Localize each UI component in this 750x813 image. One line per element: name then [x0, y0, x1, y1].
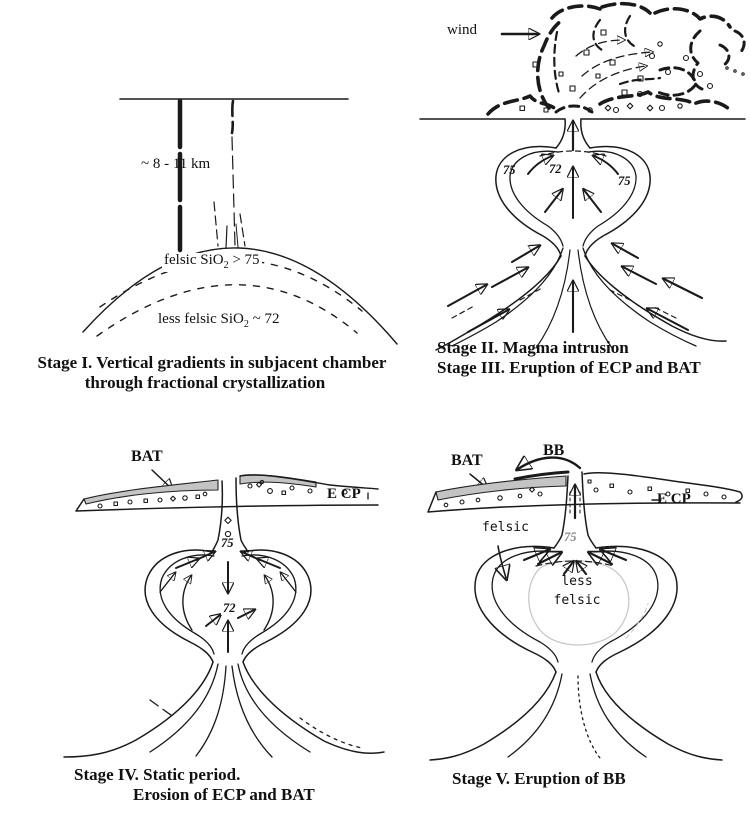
stage4-caption-line2: Erosion of ECP and BAT	[133, 785, 315, 804]
stage4-75-label: 75	[219, 536, 236, 551]
stage2-75-left-label: 75	[503, 163, 516, 177]
stage1-depth-label: ~ 8 - 11 km	[141, 156, 211, 172]
stage4-72-label: 72	[221, 601, 238, 616]
stage3-caption-line2: Stage III. Eruption of ECP and BAT	[437, 358, 701, 377]
stage5-felsic-label: felsic	[482, 520, 529, 535]
stage5-bat-label: BAT	[451, 452, 483, 469]
stage1-caption-line1: Stage I. Vertical gradients in subjacent…	[37, 353, 387, 372]
stage1-caption-line2: through fractional crystallization	[84, 373, 326, 392]
stage4-art	[63, 469, 385, 758]
stage2-art	[419, 1, 746, 351]
stage1-felsic-label: felsic SiO2 > 75	[162, 252, 262, 272]
stage1-less-felsic-label: less felsic SiO2 ~ 72	[156, 311, 282, 331]
stage5-art	[427, 458, 743, 761]
stage5-bb-label: BB	[543, 442, 565, 459]
stage1-art	[82, 98, 398, 345]
stage4-bat-label: BAT	[131, 448, 163, 465]
stage5-75-label: 75	[564, 530, 577, 544]
stage5-ecp-label: E CP	[657, 491, 691, 507]
stage5-less-felsic-line2: felsic	[553, 593, 601, 608]
stage5-less-felsic-line1: less	[561, 574, 593, 589]
stage4-caption-line1: Stage IV. Static period.	[74, 765, 241, 784]
stage2-75-right-label: 75	[618, 174, 631, 188]
stage4-ecp-label: E CP	[327, 486, 361, 502]
stage2-caption-line1: Stage II. Magma intrusion	[437, 338, 629, 357]
stage2-wind-label: wind	[447, 22, 477, 38]
stage5-caption: Stage V. Eruption of BB	[452, 769, 626, 788]
stage2-72-label: 72	[549, 162, 562, 176]
